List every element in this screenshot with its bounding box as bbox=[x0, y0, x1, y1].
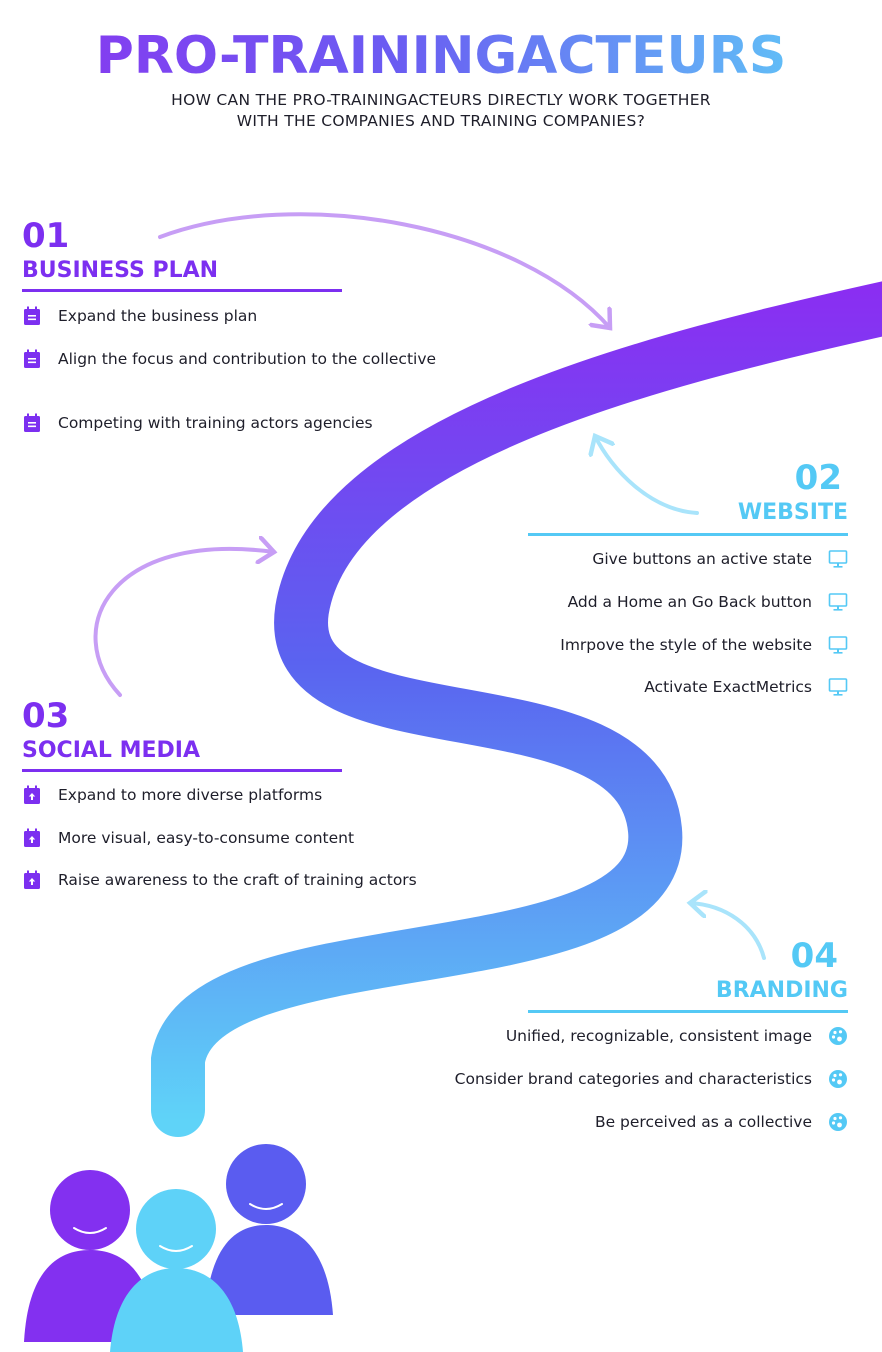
list-item: Align the focus and contribution to the … bbox=[22, 349, 442, 370]
page-subtitle: HOW CAN THE PRO-TRAININGACTEURS DIRECTLY… bbox=[0, 90, 882, 132]
calendar-upload-icon bbox=[24, 785, 40, 804]
list-item: Expand the business plan bbox=[22, 306, 462, 327]
list-item-text: Expand to more diverse platforms bbox=[58, 786, 323, 804]
list-item-text: Imrpove the style of the website bbox=[560, 636, 812, 654]
list-item-text: Consider brand categories and characteri… bbox=[454, 1070, 812, 1088]
list-item: Add a Home an Go Back button bbox=[568, 592, 848, 613]
monitor-icon bbox=[828, 678, 848, 696]
calendar-upload-icon bbox=[24, 828, 40, 847]
section-divider bbox=[528, 533, 848, 536]
list-item-text: Give buttons an active state bbox=[592, 550, 812, 568]
list-item: Consider brand categories and characteri… bbox=[455, 1069, 848, 1090]
list-item-text: More visual, easy-to-consume content bbox=[58, 829, 355, 847]
palette-icon bbox=[829, 1027, 847, 1045]
winding-road bbox=[151, 281, 882, 1137]
section-divider bbox=[22, 769, 342, 772]
list-item-text: Align the focus and contribution to the … bbox=[58, 350, 437, 368]
section-title: BUSINESS PLAN bbox=[22, 258, 219, 283]
list-item-text: Competing with training actors agencies bbox=[58, 414, 373, 432]
section-number: 01 bbox=[22, 216, 70, 256]
calendar-upload-icon bbox=[24, 870, 40, 889]
list-item: Give buttons an active state bbox=[592, 549, 848, 570]
list-item: Expand to more diverse platforms bbox=[22, 785, 482, 806]
palette-icon bbox=[829, 1070, 847, 1088]
people-group-illustration bbox=[24, 1144, 333, 1352]
page-title: PRO-TRAININGACTEURS bbox=[0, 26, 882, 86]
list-item: Raise awareness to the craft of training… bbox=[22, 870, 482, 891]
list-item-text: Activate ExactMetrics bbox=[644, 678, 812, 696]
list-item: Unified, recognizable, consistent image bbox=[506, 1026, 848, 1047]
section-title: SOCIAL MEDIA bbox=[22, 738, 200, 763]
list-item: More visual, easy-to-consume content bbox=[22, 828, 482, 849]
notepad-icon bbox=[24, 306, 40, 325]
monitor-icon bbox=[828, 593, 848, 611]
list-item: Competing with training actors agencies bbox=[22, 413, 462, 434]
notepad-icon bbox=[24, 413, 40, 432]
list-item-text: Unified, recognizable, consistent image bbox=[505, 1027, 812, 1045]
list-item-text: Raise awareness to the craft of training… bbox=[58, 871, 417, 889]
list-item: Imrpove the style of the website bbox=[560, 635, 848, 656]
list-item-text: Expand the business plan bbox=[58, 307, 258, 325]
section-divider bbox=[22, 289, 342, 292]
notepad-icon bbox=[24, 349, 40, 368]
subtitle-line-2: WITH THE COMPANIES AND TRAINING COMPANIE… bbox=[236, 112, 646, 130]
arrow-to-road-03 bbox=[93, 549, 274, 697]
person-violet bbox=[205, 1144, 333, 1315]
monitor-icon bbox=[828, 636, 848, 654]
arrow-to-road-04 bbox=[690, 903, 766, 960]
section-number: 03 bbox=[22, 696, 70, 736]
list-item: Be perceived as a collective bbox=[595, 1112, 848, 1133]
list-item-text: Add a Home an Go Back button bbox=[567, 593, 812, 611]
subtitle-line-1: HOW CAN THE PRO-TRAININGACTEURS DIRECTLY… bbox=[171, 91, 711, 109]
list-item-text: Be perceived as a collective bbox=[594, 1113, 812, 1131]
list-item: Activate ExactMetrics bbox=[644, 677, 848, 698]
arrow-to-road-01 bbox=[158, 212, 610, 328]
person-cyan bbox=[110, 1189, 243, 1352]
section-title: WEBSITE bbox=[737, 500, 848, 525]
section-title: BRANDING bbox=[715, 978, 848, 1003]
arrow-to-road-02 bbox=[595, 436, 699, 515]
section-divider bbox=[528, 1010, 848, 1013]
monitor-icon bbox=[828, 550, 848, 568]
section-number: 02 bbox=[794, 458, 842, 498]
section-number: 04 bbox=[790, 936, 838, 976]
palette-icon bbox=[829, 1113, 847, 1131]
